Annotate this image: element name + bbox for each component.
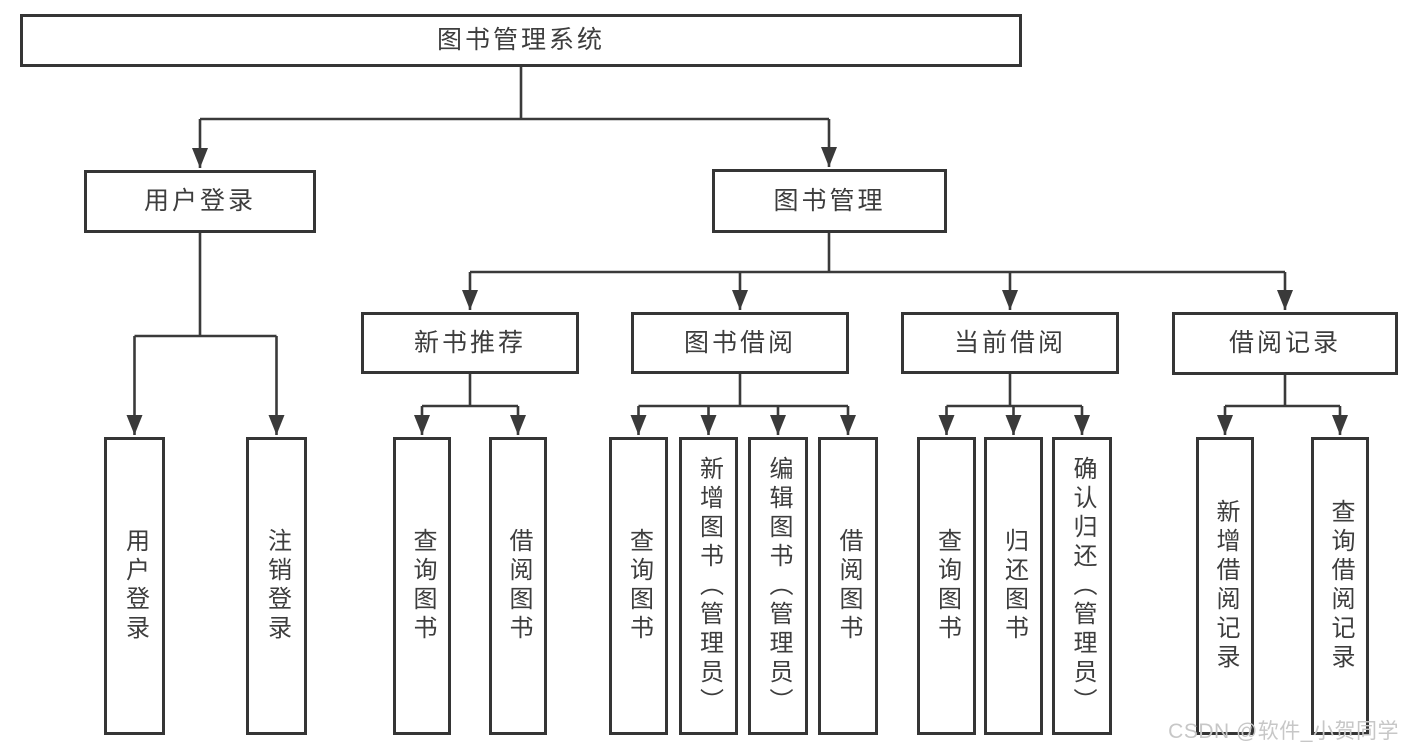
node-current-borrowing: 当前借阅 — [901, 312, 1119, 374]
leaf-current-confirm-return-admin: 确认归还（管理员） — [1052, 437, 1112, 735]
leaf-label: 编辑图书（管理员） — [765, 455, 792, 717]
node-label: 图书管理 — [773, 186, 886, 215]
leaf-borrow-borrow-books: 借阅图书 — [818, 437, 878, 735]
node-label: 新书推荐 — [413, 328, 526, 357]
leaf-label: 新增图书（管理员） — [695, 455, 723, 717]
leaf-borrow-query-books: 查询图书 — [609, 437, 668, 735]
node-system-root: 图书管理系统 — [20, 14, 1022, 67]
leaf-records-query-borrow-record: 查询借阅记录 — [1311, 437, 1369, 735]
leaf-current-return-books: 归还图书 — [984, 437, 1043, 735]
node-user-login: 用户登录 — [84, 170, 316, 233]
leaf-label: 归还图书 — [1000, 528, 1028, 644]
leaf-label: 查询图书 — [625, 528, 653, 644]
leaf-label: 查询借阅记录 — [1327, 499, 1354, 673]
node-new-book-recommend: 新书推荐 — [361, 312, 579, 374]
leaf-user-login: 用户登录 — [104, 437, 165, 735]
leaf-current-query-books: 查询图书 — [917, 437, 976, 735]
node-book-borrowing: 图书借阅 — [631, 312, 849, 374]
leaf-label: 用户登录 — [121, 528, 149, 644]
node-label: 当前借阅 — [953, 328, 1066, 357]
leaf-records-add-borrow-record: 新增借阅记录 — [1196, 437, 1254, 735]
csdn-watermark: CSDN @软件_小贺同学 — [1168, 720, 1399, 743]
node-borrowing-records: 借阅记录 — [1172, 312, 1398, 375]
node-label: 图书管理系统 — [436, 26, 605, 54]
leaf-borrow-edit-books-admin: 编辑图书（管理员） — [748, 437, 808, 735]
leaf-label: 借阅图书 — [505, 528, 532, 644]
leaf-label: 注销登录 — [263, 528, 291, 644]
node-label: 图书借阅 — [683, 328, 796, 357]
leaf-logout: 注销登录 — [246, 437, 307, 735]
leaf-borrow-add-books-admin: 新增图书（管理员） — [679, 437, 738, 735]
leaf-label: 借阅图书 — [835, 528, 862, 644]
leaf-label: 确认归还（管理员） — [1069, 455, 1096, 717]
leaf-label: 查询图书 — [933, 528, 961, 644]
leaf-recommend-borrow-books: 借阅图书 — [489, 437, 547, 735]
node-book-management: 图书管理 — [712, 169, 947, 233]
leaf-recommend-query-books: 查询图书 — [393, 437, 451, 735]
node-label: 用户登录 — [143, 187, 256, 215]
leaf-label: 新增借阅记录 — [1212, 499, 1239, 673]
leaf-label: 查询图书 — [409, 528, 436, 644]
node-label: 借阅记录 — [1228, 329, 1341, 357]
